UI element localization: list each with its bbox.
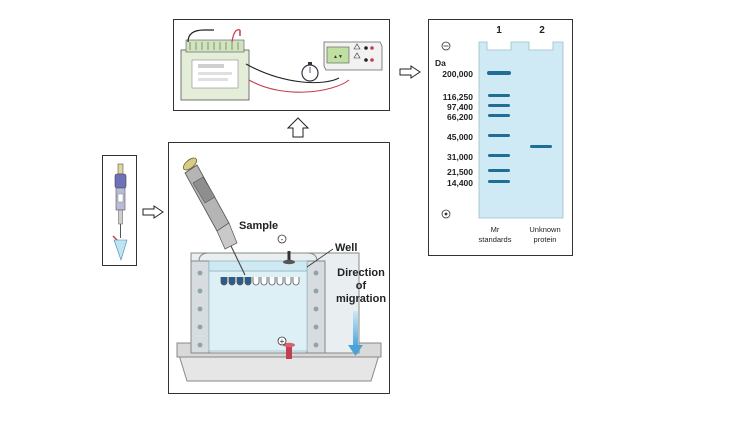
- migration-arrow-icon: [348, 311, 363, 356]
- mw-label: 45,000: [447, 132, 473, 142]
- standard-band: [488, 154, 510, 157]
- lane1-caption-standards: standards: [479, 235, 512, 244]
- lane-number-1: 1: [496, 25, 502, 36]
- standard-band: [488, 169, 510, 172]
- pipette-icon: [182, 157, 246, 276]
- standard-band: [487, 71, 511, 75]
- well-label: Well: [335, 242, 357, 254]
- standard-band: [488, 104, 510, 107]
- result-gel-panel: 1 2 Da 200,000 116,250 97,400 66,200 45,…: [428, 19, 573, 256]
- gel-apparatus-illustration: - + Sample Well Direction of migration: [176, 157, 386, 382]
- mw-label: 21,500: [447, 167, 473, 177]
- negative-electrode-sign: -: [281, 235, 284, 244]
- pipette-panel: [102, 155, 137, 266]
- mw-label: 31,000: [447, 152, 473, 162]
- standard-band: [488, 94, 510, 97]
- pipette-illustration: [112, 163, 128, 261]
- arrow-right-icon: [399, 65, 421, 79]
- mw-label: 97,400: [447, 102, 473, 112]
- arrow-right-icon: [142, 205, 164, 219]
- direction-label: Direction: [337, 267, 385, 279]
- lane2-caption-protein: protein: [534, 235, 557, 244]
- positive-electrode-sign: +: [280, 337, 285, 346]
- lane2-caption-unknown: Unknown: [529, 225, 560, 234]
- mw-label: 14,400: [447, 178, 473, 188]
- result-gel-illustration: 1 2 Da 200,000 116,250 97,400 66,200 45,…: [435, 25, 564, 244]
- gel-apparatus-panel: - + Sample Well Direction of migration: [168, 142, 390, 394]
- lane-number-2: 2: [539, 25, 545, 36]
- direction-migration-label: migration: [336, 293, 386, 305]
- svg-text:▲▼: ▲▼: [333, 54, 343, 60]
- standard-band: [488, 134, 510, 137]
- mw-label: 200,000: [442, 69, 473, 79]
- standard-band: [488, 180, 510, 183]
- lane1-caption-mr: Mr: [491, 225, 500, 234]
- arrow-up-icon: [287, 117, 309, 138]
- standard-band: [488, 114, 510, 117]
- units-label: Da: [435, 58, 446, 68]
- mw-label: 116,250: [443, 92, 474, 102]
- mw-label: 66,200: [447, 112, 473, 122]
- power-supply-illustration: ▲▼: [180, 29, 383, 101]
- direction-of-label: of: [356, 280, 367, 292]
- power-supply-panel: ▲▼: [173, 19, 390, 111]
- sample-label: Sample: [239, 220, 278, 232]
- unknown-protein-band: [530, 145, 552, 148]
